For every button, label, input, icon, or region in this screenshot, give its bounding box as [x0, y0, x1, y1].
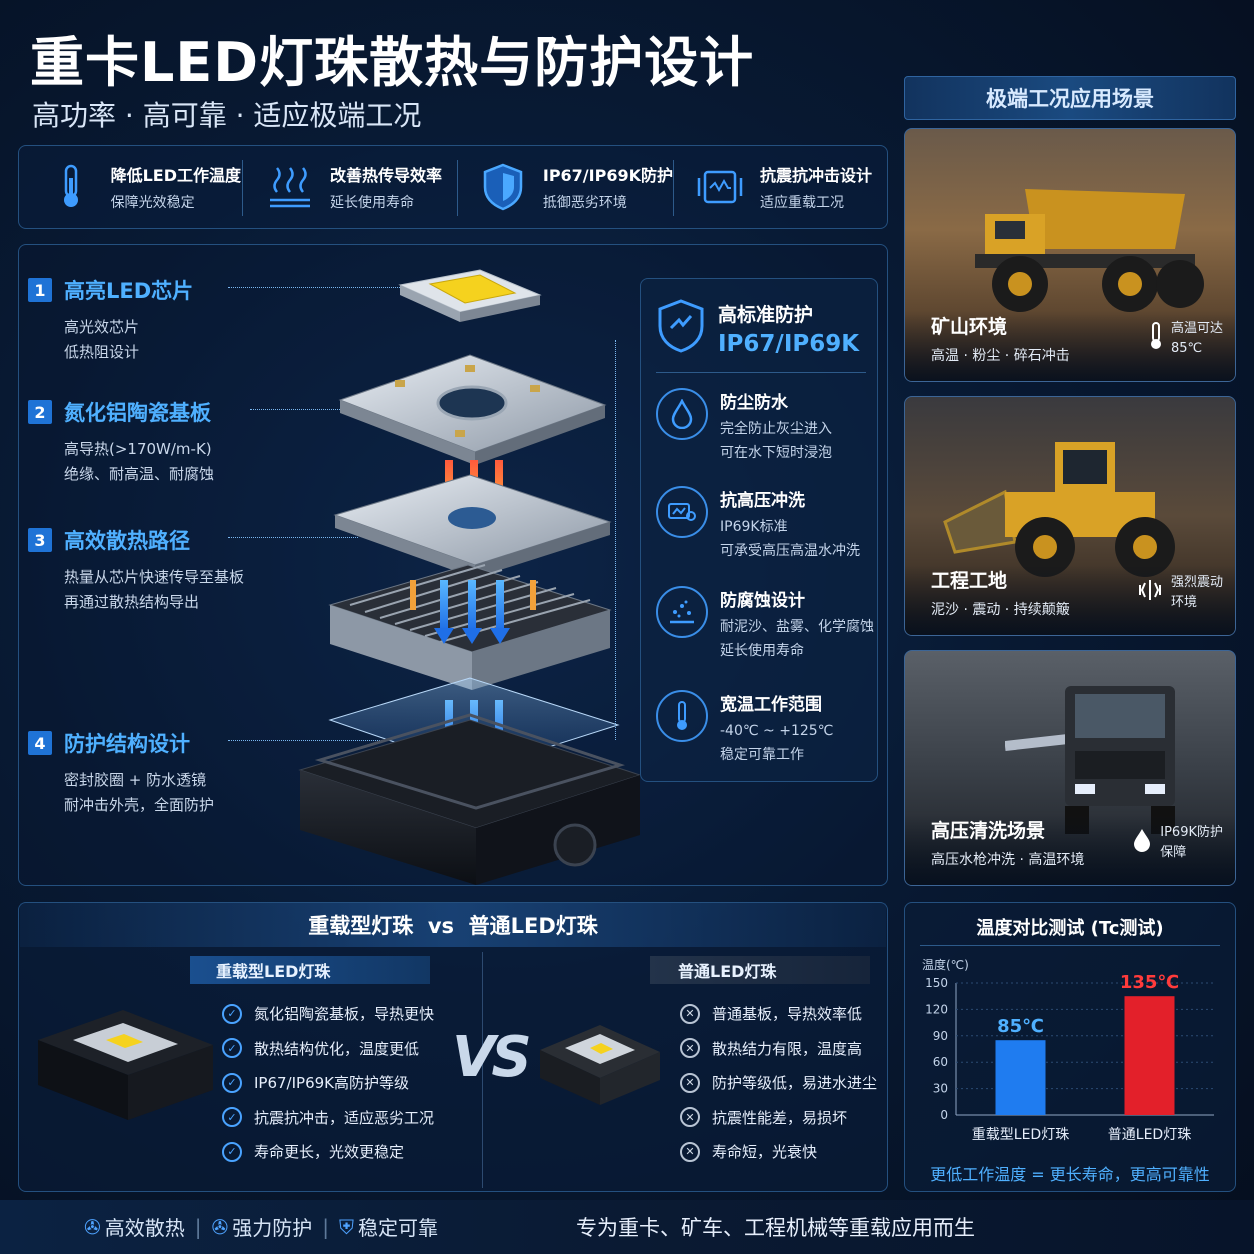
- data-label: 135℃: [1120, 972, 1179, 993]
- heat-flow-icon: [264, 161, 316, 213]
- footer-slogan: 专为重卡、矿车、工程机械等重载应用而生: [576, 1216, 975, 1240]
- feature-ip-protection: IP67/IP69K防护抵御恶劣环境: [458, 145, 673, 229]
- bar: [1124, 996, 1175, 1115]
- page-title: 重卡LED灯珠散热与防护设计: [30, 31, 755, 94]
- temperature-bar-chart: 0 30 60 90 120 150 85℃ 重载型LED灯珠 135℃ 普通LED灯珠: [925, 972, 1214, 1143]
- con-item: ✕寿命短，光衰快: [680, 1141, 817, 1162]
- con-item: ✕普通基板，导热效率低: [680, 1003, 862, 1024]
- protection-dustproof: 防尘防水完全防止灰尘进入可在水下短时浸泡: [656, 388, 876, 465]
- heavy-duty-led-image: [38, 1010, 213, 1120]
- con-item: ✕抗震性能差，易损坏: [680, 1107, 847, 1128]
- check-icon: ✓: [222, 1038, 242, 1058]
- chart-ylabel: 温度(℃): [922, 958, 969, 972]
- shield-icon: ⛨: [339, 1214, 355, 1239]
- normal-led-image: [540, 1025, 660, 1105]
- cross-icon: ✕: [680, 1072, 700, 1093]
- pro-item: ✓氮化铝陶瓷基板，导热更快: [222, 1003, 434, 1024]
- vs-mark: VS: [452, 1025, 532, 1090]
- y-tick-label: 30: [933, 1082, 948, 1096]
- pro-item: ✓散热结构优化，温度更低: [222, 1038, 419, 1059]
- pro-item: ✓寿命更长，光效更稳定: [222, 1141, 404, 1162]
- check-icon: ✓: [222, 1141, 242, 1162]
- cross-icon: ✕: [680, 1141, 700, 1162]
- protection-header: 高标准防护 IP67/IP69K: [656, 298, 859, 358]
- shield-icon: [656, 298, 706, 358]
- scenes-heading-banner: 极端工况应用场景: [904, 76, 1236, 120]
- right-label-tab: 普通LED灯珠: [650, 956, 870, 984]
- protection-anticorrosion: 防腐蚀设计耐泥沙、盐雾、化学腐蚀延长使用寿命: [656, 586, 876, 663]
- shield-icon: [478, 161, 529, 213]
- comparison-header: 重载型灯珠 vs 普通LED灯珠: [20, 903, 886, 947]
- x-tick-label: 重载型LED灯珠: [972, 1127, 1069, 1143]
- scene-construction: 工程工地 泥沙 · 震动 · 持续颠簸 强烈震动环境: [904, 396, 1236, 636]
- water-drop-icon: [656, 388, 708, 440]
- feature-bar: [18, 145, 888, 229]
- data-label: 85℃: [997, 1016, 1044, 1037]
- check-icon: ✓: [222, 1107, 242, 1127]
- fan-icon: ✇: [84, 1214, 101, 1239]
- feature-shockproof: 抗震抗冲击设计适应重载工况: [674, 145, 888, 229]
- connector-line: [615, 340, 639, 740]
- truck-wash-image: [1005, 686, 1175, 834]
- y-tick-label: 60: [933, 1055, 948, 1069]
- chart-footnote: 更低工作温度 = 更长寿命，更高可靠性: [930, 1165, 1210, 1184]
- x-tick-label: 普通LED灯珠: [1108, 1127, 1191, 1143]
- shockproof-icon: [694, 161, 746, 213]
- scene-high-pressure-wash: 高压清洗场景 高压水枪冲洗 · 高温环境 IP69K防护保障: [904, 650, 1236, 886]
- thermometer-icon: [656, 690, 708, 742]
- y-tick-label: 150: [925, 976, 948, 990]
- page-subtitle: 高功率 · 高可靠 · 适应极端工况: [32, 99, 422, 132]
- mining-truck-image: [975, 189, 1204, 312]
- check-icon: ✓: [222, 1003, 242, 1024]
- thermometer-icon: [46, 161, 97, 213]
- cross-icon: ✕: [680, 1003, 700, 1024]
- chart-title: 温度对比测试 (Tc测试): [976, 918, 1164, 939]
- corrosion-icon: [656, 586, 708, 638]
- exploded-led-illustration: [298, 269, 640, 885]
- y-tick-label: 90: [933, 1029, 948, 1043]
- pro-item: ✓IP67/IP69K高防护等级: [222, 1072, 409, 1093]
- cross-icon: ✕: [680, 1038, 700, 1058]
- wheel-loader-image: [943, 442, 1175, 577]
- con-item: ✕防护等级低，易进水进尘: [680, 1072, 877, 1093]
- thermometer-icon: [1149, 321, 1163, 357]
- con-item: ✕散热结力有限，温度高: [680, 1038, 862, 1059]
- bar: [995, 1040, 1046, 1115]
- y-tick-label: 120: [925, 1002, 948, 1016]
- feature-heat-conduction: 改善热传导效率延长使用寿命: [244, 145, 458, 229]
- footer-tags: ✇高效散热 | ✇强力防护 | ⛨稳定可靠: [84, 1214, 439, 1241]
- water-drop-icon: [1132, 827, 1152, 860]
- check-icon: ✓: [222, 1072, 242, 1093]
- feature-temperature: 降低LED工作温度保障光效稳定: [26, 145, 241, 229]
- spray-wash-icon: [656, 486, 708, 538]
- left-label-tab: 重载型LED灯珠: [190, 956, 430, 984]
- y-tick-label: 0: [940, 1108, 948, 1122]
- pro-item: ✓抗震抗冲击，适应恶劣工况: [222, 1107, 434, 1128]
- vibration-icon: [1137, 577, 1163, 610]
- footer-bar: [0, 1200, 1254, 1254]
- cross-icon: ✕: [680, 1107, 700, 1127]
- temperature-chart-panel: [904, 902, 1236, 1192]
- fan-icon: ✇: [211, 1214, 229, 1239]
